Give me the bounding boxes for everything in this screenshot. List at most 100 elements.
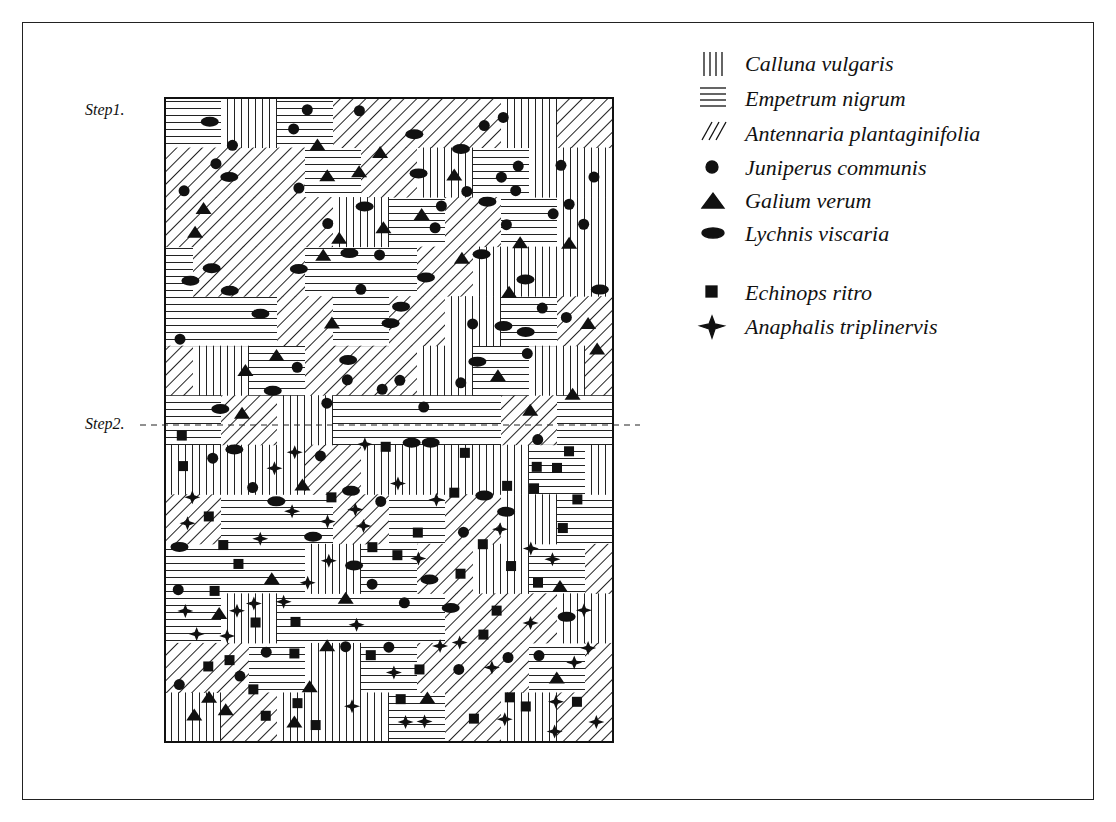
- lychnis-symbol: [382, 318, 400, 328]
- juniper-symbol: [453, 664, 464, 675]
- hatch-patch: [305, 148, 361, 198]
- echinops-symbol: [502, 481, 512, 491]
- hatch-patch: [473, 148, 529, 198]
- hatch-patch: [557, 395, 613, 445]
- galium-symbol: [372, 146, 388, 158]
- anaphalis-symbol: [452, 635, 468, 649]
- hatch-patch: [417, 643, 473, 693]
- hatch-patch: [193, 247, 249, 297]
- juniper-symbol: [503, 652, 514, 663]
- hatch-patch: [473, 643, 529, 693]
- hatch-patch: [305, 346, 361, 396]
- juniper-symbol: [436, 201, 447, 212]
- lychnis-symbol: [340, 248, 358, 258]
- hatch-patch: [473, 445, 529, 495]
- legend-text: Calluna vulgaris: [745, 51, 894, 77]
- echinops-symbol: [210, 586, 220, 596]
- echinops-symbol: [381, 442, 391, 452]
- anaphalis-symbol: [432, 639, 448, 653]
- hatch-patch: [333, 692, 389, 742]
- juniper-symbol: [174, 679, 185, 690]
- anaphalis-symbol: [566, 655, 582, 669]
- galium-symbol: [565, 388, 581, 400]
- juniper-symbol: [377, 384, 388, 395]
- echinops-symbol: [460, 448, 470, 458]
- lychnis-symbol: [473, 249, 491, 259]
- juniper-symbol: [461, 186, 472, 197]
- lychnis-symbol: [497, 507, 515, 517]
- juniper-symbol: [522, 348, 533, 359]
- hatch-patch: [501, 395, 557, 445]
- anaphalis-symbol: [355, 519, 371, 533]
- juniper-symbol: [227, 140, 238, 151]
- hatch-patch: [277, 494, 333, 544]
- step-label: Step1.: [85, 100, 125, 120]
- hatch-patch: [361, 346, 417, 396]
- juniper-symbol: [467, 318, 478, 329]
- echinops-symbol: [178, 461, 188, 471]
- juniper-symbol: [513, 161, 524, 172]
- hatch-patch: [193, 643, 249, 693]
- legend-samples: [700, 52, 726, 338]
- anaphalis-symbol: [300, 576, 316, 590]
- hatch-patch: [221, 197, 277, 247]
- echinops-symbol: [203, 661, 213, 671]
- lychnis-symbol: [339, 355, 357, 365]
- hatch-patch: [501, 98, 557, 148]
- anaphalis-symbol: [344, 699, 360, 713]
- anaphalis-symbol: [177, 604, 193, 618]
- legend-text: Juniperus communis: [745, 155, 926, 181]
- juniper-symbol: [340, 641, 351, 652]
- juniper-symbol: [234, 671, 245, 682]
- echinops-symbol: [456, 569, 466, 579]
- hatch-patch: [165, 197, 221, 247]
- echinops-symbol: [572, 697, 582, 707]
- galium-symbol: [549, 672, 565, 684]
- hatch-patch: [417, 445, 473, 495]
- hatch-patch: [473, 346, 529, 396]
- lychnis-symbol: [345, 560, 363, 570]
- hatch-patch: [529, 445, 585, 495]
- echinops-symbol: [392, 550, 402, 560]
- anaphalis-symbol: [349, 618, 365, 632]
- juniper-symbol: [293, 183, 304, 194]
- anaphalis-symbol: [390, 477, 406, 491]
- lychnis-symbol: [558, 612, 576, 622]
- juniper-symbol: [247, 482, 258, 493]
- galium-symbol: [561, 237, 577, 249]
- galium-symbol: [446, 169, 462, 181]
- juniper-symbol: [302, 104, 313, 115]
- anaphalis-symbol: [284, 504, 300, 518]
- hatch-patch: [333, 494, 389, 544]
- galium-symbol: [580, 317, 596, 329]
- juniper-symbol: [342, 374, 353, 385]
- step-label: Step2.: [85, 414, 125, 434]
- hatch-patch: [557, 692, 613, 742]
- juniper-symbol: [394, 375, 405, 386]
- galium-symbol: [234, 407, 250, 419]
- hatch-patch: [445, 494, 501, 544]
- juniper-symbol: [548, 208, 559, 219]
- anaphalis-symbol: [189, 627, 205, 641]
- juniper-symbol: [496, 172, 507, 183]
- anaphalis-symbol: [179, 516, 195, 530]
- lychnis-symbol: [170, 542, 188, 552]
- echinops-symbol: [261, 711, 271, 721]
- hatch-patch: [277, 98, 333, 148]
- juniper-symbol: [315, 450, 326, 461]
- juniper-symbol: [418, 402, 429, 413]
- juniper-symbol: [501, 219, 512, 230]
- echinops-symbol: [290, 617, 300, 627]
- lychnis-symbol: [468, 357, 486, 367]
- hatch-patch: [165, 346, 193, 396]
- hatch-patch: [445, 296, 501, 346]
- echinops-symbol: [469, 714, 479, 724]
- lychnis-symbol: [417, 273, 435, 283]
- echinops-symbol: [326, 492, 336, 502]
- anaphalis-symbol: [576, 603, 592, 617]
- hatch-patch: [193, 148, 249, 198]
- anaphalis-symbol: [252, 532, 268, 546]
- lychnis-symbol: [452, 144, 470, 154]
- galium-symbol: [302, 680, 318, 692]
- lychnis-symbol: [422, 438, 440, 448]
